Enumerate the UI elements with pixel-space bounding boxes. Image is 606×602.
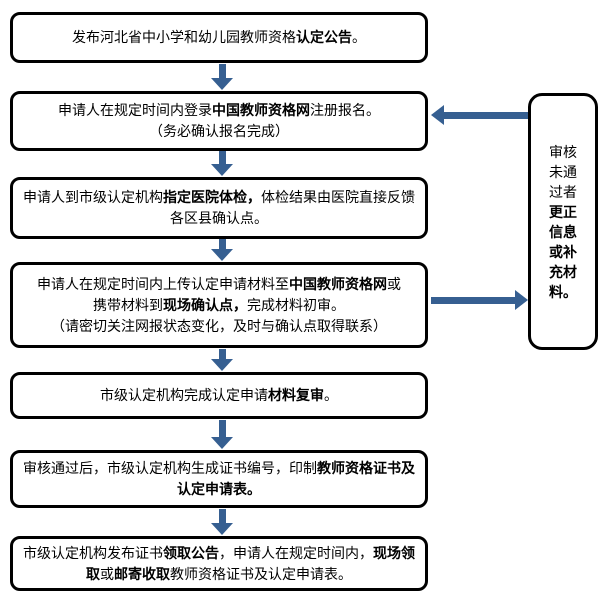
side-note-correction-text: 审核 未通 过者 更正 信息 或补 充材 料。 xyxy=(549,143,577,300)
arrow-down-icon xyxy=(211,509,233,535)
step-material-review: 市级认定机构完成认定申请材料复审。 xyxy=(10,372,428,419)
arrow-stem xyxy=(218,349,226,359)
arrow-down-icon xyxy=(211,151,233,176)
step-submit-materials: 申请人在规定时间内上传认定申请材料至中国教师资格网或 携带材料到现场确认点，完成… xyxy=(10,262,428,348)
arrow-stem xyxy=(218,509,226,523)
arrow-left-icon xyxy=(431,105,528,125)
step-certificate-print: 审核通过后，市级认定机构生成证书编号，印制教师资格证书及 认定申请表。 xyxy=(10,450,428,508)
step-register-text: 申请人在规定时间内登录中国教师资格网注册报名。 （务必确认报名完成） xyxy=(58,102,380,139)
arrow-head xyxy=(431,105,444,125)
arrow-head xyxy=(211,164,233,176)
arrow-right-icon xyxy=(431,290,528,310)
arrow-down-icon xyxy=(211,239,233,261)
step-certificate-collection-text: 市级认定机构发布证书领取公告，申请人在规定时间内，现场领 取或邮寄收取教师资格证… xyxy=(23,544,415,582)
arrow-stem xyxy=(218,64,226,78)
arrow-head xyxy=(211,523,233,535)
arrow-stem xyxy=(431,296,515,304)
step-submit-materials-text: 申请人在规定时间内上传认定申请材料至中国教师资格网或 携带材料到现场确认点，完成… xyxy=(37,275,401,334)
arrow-head xyxy=(211,78,233,90)
arrow-head xyxy=(211,249,233,261)
arrow-stem xyxy=(218,239,226,249)
arrow-down-icon xyxy=(211,420,233,449)
step-medical-exam: 申请人到市级认定机构指定医院体检，体检结果由医院直接反馈 各区县确认点。 xyxy=(10,177,428,239)
arrow-stem xyxy=(218,151,226,164)
step-announcement-text: 发布河北省中小学和幼儿园教师资格认定公告。 xyxy=(72,29,366,45)
arrow-down-icon xyxy=(211,349,233,371)
step-register: 申请人在规定时间内登录中国教师资格网注册报名。 （务必确认报名完成） xyxy=(10,91,428,151)
step-certificate-collection: 市级认定机构发布证书领取公告，申请人在规定时间内，现场领 取或邮寄收取教师资格证… xyxy=(10,536,428,591)
arrow-down-icon xyxy=(211,64,233,90)
arrow-head xyxy=(211,437,233,449)
side-note-correction: 审核 未通 过者 更正 信息 或补 充材 料。 xyxy=(528,93,598,350)
step-announcement: 发布河北省中小学和幼儿园教师资格认定公告。 xyxy=(10,12,428,63)
arrow-stem xyxy=(218,420,226,437)
step-certificate-print-text: 审核通过后，市级认定机构生成证书编号，印制教师资格证书及 认定申请表。 xyxy=(23,460,415,497)
arrow-head xyxy=(515,290,528,310)
arrow-stem xyxy=(444,111,528,119)
step-material-review-text: 市级认定机构完成认定申请材料复审。 xyxy=(100,387,338,403)
step-medical-exam-text: 申请人到市级认定机构指定医院体检，体检结果由医院直接反馈 各区县确认点。 xyxy=(23,189,415,226)
arrow-head xyxy=(211,359,233,371)
